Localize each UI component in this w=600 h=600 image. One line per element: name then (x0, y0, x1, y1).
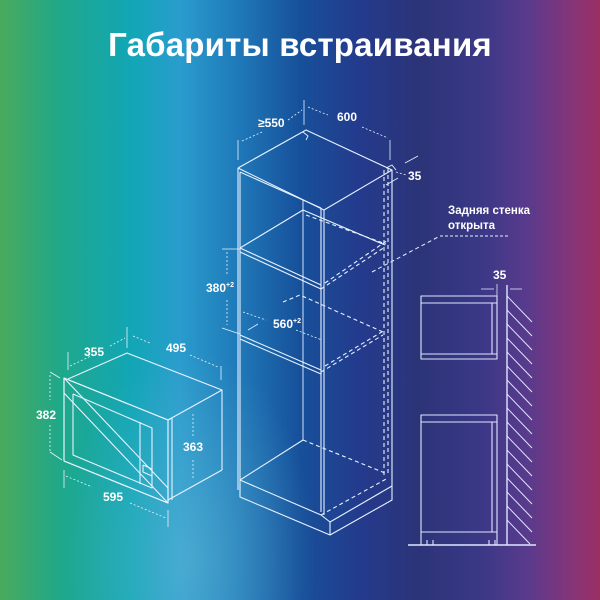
microwave-drawing (49, 327, 223, 527)
microwave-width-front-label: 595 (103, 490, 123, 504)
microwave-height-front-label: 382 (36, 408, 56, 422)
microwave-width-top-label: 495 (166, 341, 186, 355)
note-back-wall-line1: Задняя стенка (448, 205, 531, 217)
microwave-height-body-label: 363 (183, 440, 203, 454)
side-gap-label: 35 (493, 268, 507, 282)
wall-hatching (506, 295, 533, 545)
niche-height-label: 380+2 (206, 281, 234, 295)
niche-width-label: 560+2 (273, 317, 301, 331)
cabinet-gap-label: 35 (408, 169, 422, 183)
note-back-wall-line2: открыта (448, 220, 496, 232)
cabinet-width-label: 600 (337, 110, 357, 124)
side-view-drawing (408, 284, 536, 546)
microwave-depth-label: 355 (84, 345, 104, 359)
cabinet-drawing (221, 100, 508, 536)
cabinet-depth-label: ≥550 (258, 116, 285, 130)
page-title: Габариты встраивания (108, 26, 492, 63)
